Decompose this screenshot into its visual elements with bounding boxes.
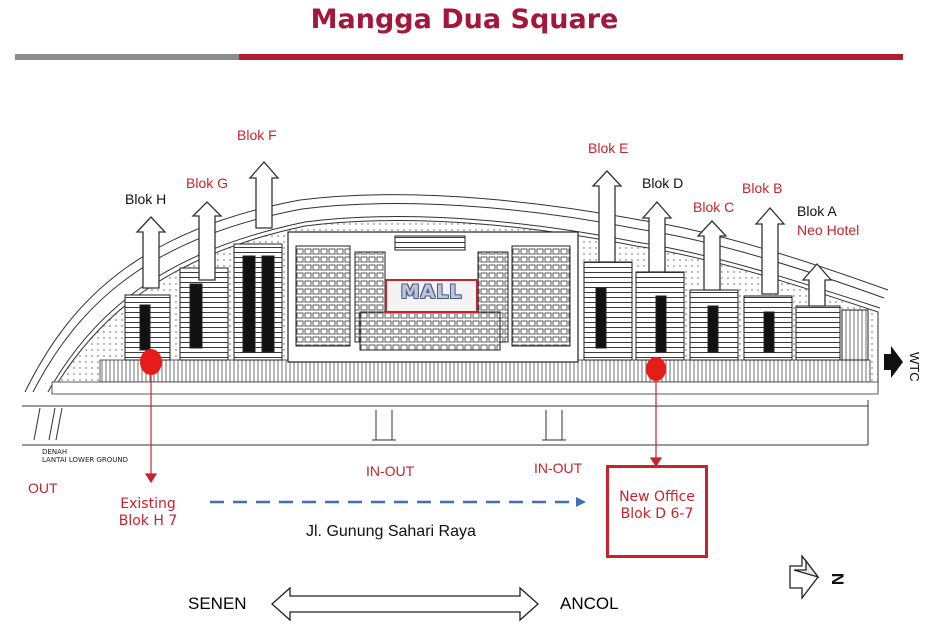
blok-b-arrow — [754, 207, 786, 295]
street-label: Jl. Gunung Sahari Raya — [306, 523, 476, 540]
wtc-label: WTC — [907, 352, 922, 382]
site-boundary — [24, 194, 889, 393]
existing-location-marker — [140, 349, 162, 375]
mall-block — [287, 231, 579, 363]
service-band — [51, 381, 879, 395]
ancol-label: ANCOL — [560, 594, 619, 613]
plan-caption-line1: DENAH — [42, 448, 68, 456]
existing-line2: Blok H 7 — [118, 513, 178, 529]
blok-e-label: Blok E — [588, 140, 629, 156]
blok-c-arrow — [696, 220, 728, 291]
page-title: Mangga Dua Square — [310, 4, 619, 35]
new-office-line2: Blok D 6-7 — [620, 506, 694, 522]
plan-caption-line2: LANTAI LOWER GROUND — [42, 456, 129, 464]
blok-h-label: Blok H — [125, 191, 167, 207]
new-office-line1: New Office — [619, 489, 695, 505]
north-arrow-icon — [789, 554, 820, 600]
new-office-location-marker — [646, 357, 666, 381]
senen-label: SENEN — [188, 594, 247, 613]
wtc-arrow — [884, 346, 903, 378]
block-arrows — [135, 161, 833, 307]
traffic-flow-arrow — [210, 497, 586, 507]
blok-c-label: Blok C — [693, 199, 735, 215]
north-label: N — [828, 572, 848, 586]
blok-g-label: Blok G — [186, 175, 229, 191]
blok-h-arrow — [135, 216, 167, 289]
blok-f-arrow — [248, 161, 280, 229]
main-road — [22, 400, 869, 446]
new-office-box — [606, 465, 708, 558]
blok-e-arrow — [591, 170, 623, 263]
mall-label: MALL — [400, 281, 463, 303]
out-label: OUT — [28, 480, 58, 496]
in-out-label-2: IN-OUT — [534, 460, 583, 476]
in-out-label-1: IN-OUT — [366, 463, 415, 479]
blok-a-label: Blok A — [797, 203, 837, 219]
title-bar-red — [239, 54, 903, 60]
senen-ancol-arrow — [271, 586, 539, 622]
existing-line1: Existing — [120, 496, 176, 512]
mall-label-box — [385, 279, 478, 313]
blok-g-arrow — [191, 201, 223, 281]
neo-hotel-label: Neo Hotel — [797, 222, 860, 238]
parking-strip — [99, 359, 871, 383]
blok-f-label: Blok F — [237, 127, 277, 143]
blok-d-label: Blok D — [642, 175, 684, 191]
leader-lines — [144, 375, 663, 484]
left-wing-blocks — [124, 243, 283, 361]
title-bar-gray — [15, 54, 239, 60]
blok-a-arrow — [801, 263, 833, 307]
new-office-label: New Office Blok D 6-7 — [609, 489, 705, 523]
blok-b-label: Blok B — [742, 180, 783, 196]
existing-label: Existing Blok H 7 — [108, 496, 188, 530]
blok-d-arrow — [641, 201, 673, 273]
